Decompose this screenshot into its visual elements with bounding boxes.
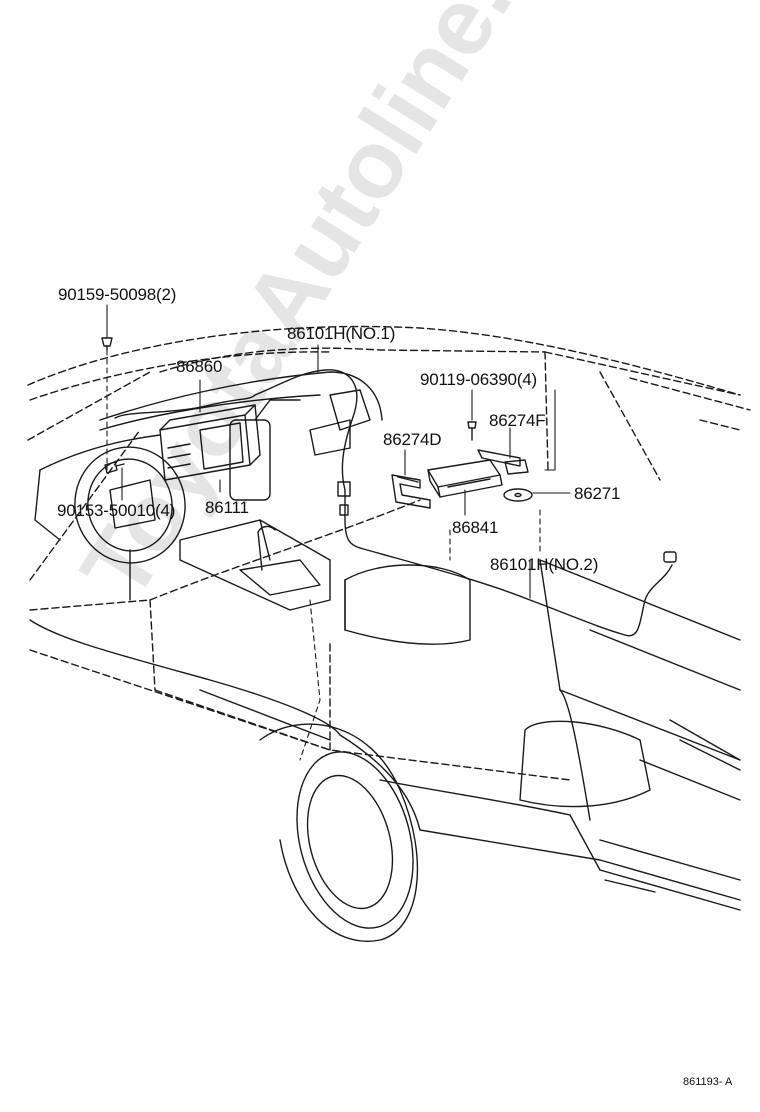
label-harness-no1: 86101H(NO.1)	[287, 324, 396, 343]
roof-outline	[27, 325, 751, 781]
disc	[503, 488, 533, 502]
harness-no1	[114, 369, 361, 549]
screw-left-drawing	[104, 461, 125, 474]
bracket-d	[391, 474, 431, 509]
label-control-unit: 86111	[205, 498, 249, 517]
tail-light	[519, 720, 651, 808]
bracket-f	[477, 449, 529, 475]
steering-wheel	[74, 446, 186, 601]
center-console	[179, 399, 331, 611]
harness-no2	[359, 547, 677, 637]
dashboard	[34, 371, 383, 541]
body-outline	[29, 559, 741, 911]
leader-lines	[106, 304, 571, 761]
label-bracket-f: 86274F	[489, 411, 546, 430]
label-bracket-d: 86274D	[383, 430, 442, 449]
label-harness-no2: 86101H(NO.2)	[490, 555, 599, 574]
label-nav-computer: 86841	[452, 518, 499, 537]
rear-wheel	[259, 723, 419, 942]
screw-right-drawing	[467, 421, 477, 441]
label-display: 86860	[176, 357, 223, 376]
label-screw-right: 90119-06390(4)	[420, 370, 537, 389]
display-unit	[159, 404, 261, 481]
label-screw-left: 90153-50010(4)	[57, 501, 176, 520]
nav-computer	[427, 459, 503, 498]
reference-code: 861193- A	[683, 1076, 733, 1088]
label-screw-top: 90159-50098(2)	[58, 285, 177, 304]
label-disc: 86271	[574, 484, 621, 503]
screw-top-drawing	[101, 337, 113, 351]
